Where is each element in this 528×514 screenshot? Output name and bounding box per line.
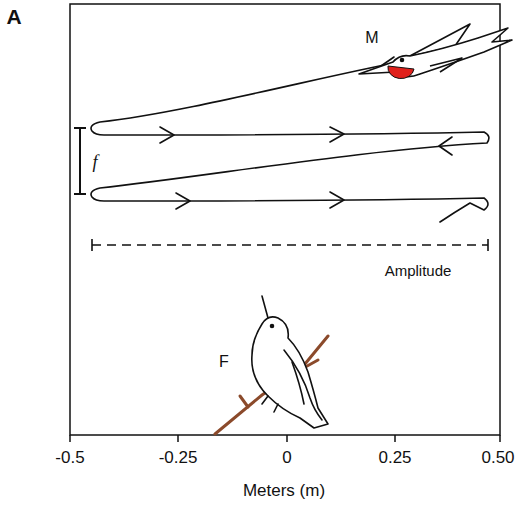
amplitude-line (92, 239, 488, 251)
male-hummingbird (359, 24, 512, 79)
flight-trajectory (91, 57, 489, 222)
tick-label: 0.25 (378, 449, 411, 466)
axis-title: Meters (m) (243, 482, 325, 499)
tick-label: 0.50 (481, 449, 514, 466)
axis-ticks (70, 435, 500, 442)
panel-letter: A (6, 6, 21, 27)
female-label: F (219, 354, 229, 370)
frequency-bracket (74, 128, 86, 194)
tick-label: 0 (282, 449, 291, 466)
tick-label: -0.25 (159, 449, 198, 466)
frequency-label: f (92, 153, 97, 171)
tick-label: -0.5 (55, 449, 84, 466)
amplitude-label: Amplitude (385, 263, 452, 278)
female-hummingbird (252, 296, 328, 428)
male-label: M (365, 30, 378, 46)
